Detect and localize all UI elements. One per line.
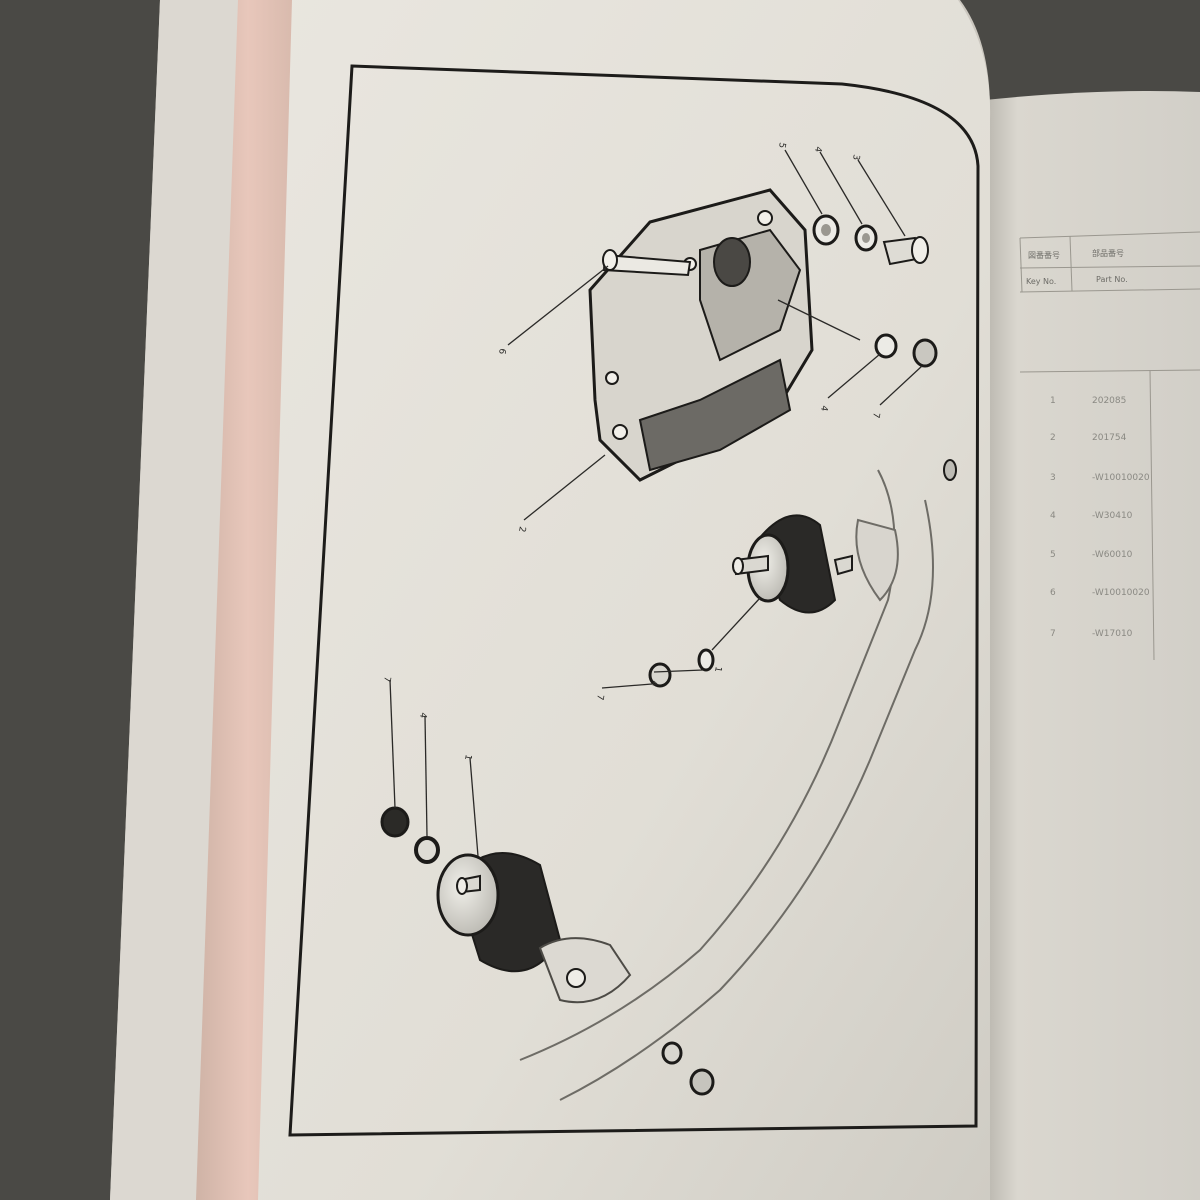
table-row-key: 3 [1050,473,1056,483]
book-left-page [110,0,991,1200]
right-page [985,91,1200,1200]
leader-lines [389,149,923,857]
table-header-key-jp: 図番番号 [1028,250,1060,260]
table-header-part-jp: 部品番号 [1092,248,1124,258]
page-spine-edge [196,0,300,1200]
table-row-part: 202085 [1092,396,1126,406]
callout-number: 7 [594,693,605,700]
hardware-top [812,214,957,481]
rubber-mount-lower [436,852,632,1004]
table-row-part: -W10010020 [1092,473,1150,483]
callout-number: 7 [870,411,881,418]
hardware-middle [648,648,715,688]
callout-number: 7 [381,675,392,682]
hardware-lower [380,806,715,1096]
parts-table [1019,231,1200,661]
table-row-key: 1 [1050,396,1056,406]
table-header-part-en: Part No. [1096,275,1128,284]
table-header-key-en: Key No. [1026,277,1056,286]
callout-number: 5 [776,141,787,148]
table-row-key: 7 [1050,629,1056,639]
diagram-frame [288,64,980,1137]
table-row-part: -W30410 [1092,511,1133,521]
table-row-key: 4 [1050,511,1056,521]
table-row-key: 6 [1050,588,1056,598]
table-row-key: 2 [1050,433,1056,443]
callout-number: 3 [850,153,861,160]
frame-rail-outline [519,469,934,1101]
rubber-mount-middle [732,514,853,614]
callout-number: 4 [818,404,829,412]
table-row-part: -W10010020 [1092,588,1150,598]
callout-number: 4 [812,145,823,153]
callout-number: 6 [496,347,507,355]
callout-number: 4 [417,711,428,719]
callout-number: 1 [712,665,723,672]
callout-number: 2 [516,525,527,532]
table-row-key: 5 [1050,550,1056,560]
table-row-part: -W60010 [1092,550,1133,560]
callout-number: 1 [462,753,473,760]
engine-mount-bracket [588,188,814,482]
table-row-part: 201754 [1092,433,1127,443]
table-row-part: -W17010 [1092,629,1133,639]
callout-number: 4 [648,679,659,687]
